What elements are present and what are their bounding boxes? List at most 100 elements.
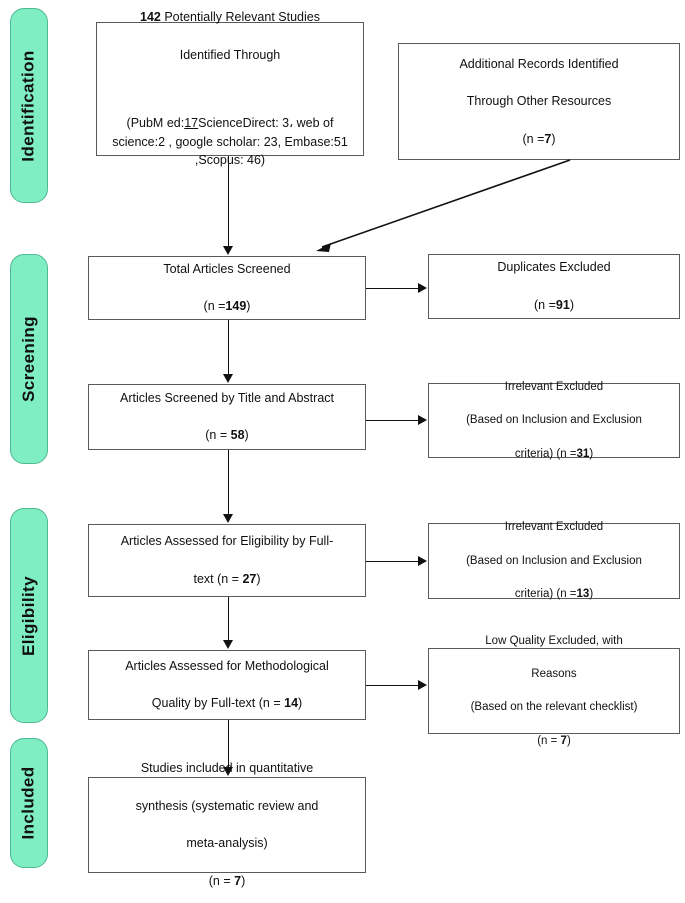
total-screened-n-suffix: ) bbox=[246, 299, 251, 314]
included-count: (n = 7) bbox=[97, 872, 357, 891]
low-quality-line2: Reasons bbox=[531, 668, 577, 680]
additional-records-n-value: 7 bbox=[544, 131, 552, 146]
stage-tab-eligibility: Eligibility bbox=[10, 508, 48, 723]
records-identified-line2: Identified Through bbox=[179, 47, 281, 62]
screened-ta-n-suffix: ) bbox=[244, 428, 249, 443]
box-irrelevant-excluded-1: Irrelevant Excluded (Based on Inclusion … bbox=[428, 381, 680, 460]
included-n-value: 7 bbox=[234, 873, 242, 888]
additional-records-line2: Through Other Resources bbox=[466, 94, 612, 109]
stage-tab-screening: Screening bbox=[10, 254, 48, 464]
assessed-eligibility-n-value: 27 bbox=[242, 571, 257, 586]
low-quality-n-suffix: ) bbox=[566, 734, 571, 747]
irrelevant-1-n-suffix: ) bbox=[589, 447, 594, 460]
assessed-quality-line1: Articles Assessed for Methodological bbox=[125, 658, 329, 673]
included-line2: synthesis (systematic review and bbox=[135, 798, 319, 813]
irrelevant-2-n-value: 13 bbox=[576, 588, 590, 601]
irrelevant-1-line3: criteria) (n =31) bbox=[437, 446, 671, 463]
box-included-studies: Studies included in quantitative synthes… bbox=[88, 761, 366, 888]
connector-screened-to-title-abstract bbox=[228, 320, 229, 375]
assessed-quality-n-suffix: ) bbox=[298, 696, 303, 711]
additional-records-n-suffix: ) bbox=[551, 131, 556, 146]
records-identified-count: 142 bbox=[140, 10, 161, 24]
total-screened-n-prefix: (n = bbox=[203, 299, 226, 314]
connector-eligibility-to-irrelevant-2 bbox=[366, 561, 419, 562]
connector-title-abstract-to-irrelevant-1 bbox=[366, 420, 419, 421]
duplicates-n-value: 91 bbox=[555, 297, 570, 312]
stage-label-eligibility: Eligibility bbox=[19, 575, 38, 656]
box-screened-title-abstract-text: Articles Screened by Title and Abstract … bbox=[97, 370, 357, 464]
box-additional-records: Additional Records Identified Through Ot… bbox=[398, 43, 680, 160]
included-line3: meta-analysis) bbox=[186, 836, 268, 851]
irrelevant-2-n-prefix: criteria) (n = bbox=[514, 588, 577, 601]
connector-title-abstract-to-eligibility bbox=[228, 450, 229, 515]
screened-ta-line1: Articles Screened by Title and Abstract bbox=[120, 390, 334, 405]
assessed-quality-n-value: 14 bbox=[284, 696, 299, 711]
included-line1: Studies included in quantitative bbox=[140, 761, 314, 776]
box-records-identified-text: 142 Potentially Relevant Studies Identif… bbox=[105, 0, 355, 189]
low-quality-n-prefix: (n = bbox=[537, 734, 561, 747]
box-irrelevant-excluded-2: Irrelevant Excluded (Based on Inclusion … bbox=[428, 521, 680, 600]
records-identified-line1: Potentially Relevant Studies bbox=[160, 10, 320, 24]
box-included-studies-text: Studies included in quantitative synthes… bbox=[97, 741, 357, 903]
total-screened-line1: Total Articles Screened bbox=[163, 261, 291, 276]
arrowhead-screened-to-duplicates bbox=[418, 283, 427, 293]
box-irrelevant-excluded-2-text: Irrelevant Excluded (Based on Inclusion … bbox=[437, 503, 671, 620]
assessed-quality-line2: Quality by Full-text (n = 14) bbox=[97, 694, 357, 713]
additional-records-count: (n =7) bbox=[407, 130, 671, 149]
assessed-eligibility-n-suffix: ) bbox=[256, 571, 261, 586]
connector-screened-to-duplicates bbox=[366, 288, 419, 289]
stage-label-included: Included bbox=[19, 766, 38, 840]
connector-identified-to-screened bbox=[228, 156, 229, 247]
low-quality-n-value: 7 bbox=[560, 734, 567, 747]
box-duplicates-excluded-text: Duplicates Excluded (n =91) bbox=[437, 240, 671, 334]
low-quality-line3: (Based on the relevant checklist) bbox=[470, 701, 638, 714]
box-irrelevant-excluded-1-text: Irrelevant Excluded (Based on Inclusion … bbox=[437, 362, 671, 479]
irrelevant-2-line2: (Based on Inclusion and Exclusion bbox=[466, 554, 642, 567]
stage-tab-identification: Identification bbox=[10, 8, 48, 203]
irrelevant-1-n-prefix: criteria) (n = bbox=[514, 447, 577, 460]
arrowhead-quality-to-low-quality bbox=[418, 680, 427, 690]
assessed-quality-n-prefix: Quality by Full-text (n = bbox=[151, 696, 285, 711]
box-screened-title-abstract: Articles Screened by Title and Abstract … bbox=[88, 384, 366, 450]
stage-tab-included: Included bbox=[10, 738, 48, 868]
additional-records-line1: Additional Records Identified bbox=[459, 56, 619, 71]
included-n-prefix: (n = bbox=[208, 873, 235, 888]
irrelevant-1-line2: (Based on Inclusion and Exclusion bbox=[466, 414, 642, 427]
sources-open: (PubM ed: bbox=[126, 115, 185, 130]
box-records-identified: 142 Potentially Relevant Studies Identif… bbox=[96, 10, 364, 167]
stage-label-identification: Identification bbox=[19, 49, 39, 162]
arrowhead-screened-to-title-abstract bbox=[223, 374, 233, 383]
duplicates-excluded-line1: Duplicates Excluded bbox=[497, 260, 611, 275]
box-additional-records-text: Additional Records Identified Through Ot… bbox=[407, 36, 671, 167]
stage-label-screening: Screening bbox=[19, 316, 39, 402]
low-quality-line1: Low Quality Excluded, with bbox=[485, 634, 623, 647]
box-low-quality-excluded-text: Low Quality Excluded, with Reasons (Base… bbox=[437, 616, 671, 766]
arrowhead-title-abstract-to-irrelevant-1 bbox=[418, 415, 427, 425]
duplicates-excluded-count: (n =91) bbox=[437, 296, 671, 315]
box-total-screened: Total Articles Screened (n =149) bbox=[88, 256, 366, 320]
additional-records-n-prefix: (n = bbox=[522, 131, 545, 146]
duplicates-n-suffix: ) bbox=[569, 297, 574, 312]
duplicates-n-prefix: (n = bbox=[534, 297, 556, 312]
connector-additional-to-screened-line bbox=[321, 159, 571, 248]
box-total-screened-text: Total Articles Screened (n =149) bbox=[97, 241, 357, 335]
irrelevant-1-line1: Irrelevant Excluded bbox=[504, 380, 604, 393]
arrowhead-eligibility-to-irrelevant-2 bbox=[418, 556, 427, 566]
total-screened-n-value: 149 bbox=[225, 299, 247, 314]
sources-pubmed-count: 17 bbox=[184, 115, 199, 130]
connector-quality-to-included bbox=[228, 720, 229, 768]
box-assessed-quality: Articles Assessed for Methodological Qua… bbox=[88, 650, 366, 720]
arrowhead-eligibility-to-quality bbox=[223, 640, 233, 649]
assessed-eligibility-n-prefix: text (n = bbox=[193, 571, 243, 586]
arrowhead-quality-to-included bbox=[223, 767, 233, 776]
irrelevant-2-n-suffix: ) bbox=[589, 588, 594, 601]
box-low-quality-excluded: Low Quality Excluded, with Reasons (Base… bbox=[428, 635, 680, 747]
box-duplicates-excluded: Duplicates Excluded (n =91) bbox=[428, 254, 680, 319]
arrowhead-title-abstract-to-eligibility bbox=[223, 514, 233, 523]
connector-quality-to-low-quality bbox=[366, 685, 419, 686]
screened-ta-n-value: 58 bbox=[230, 428, 245, 443]
box-assessed-eligibility: Articles Assessed for Eligibility by Ful… bbox=[88, 524, 366, 597]
irrelevant-1-n-value: 31 bbox=[576, 447, 590, 460]
total-screened-count: (n =149) bbox=[97, 297, 357, 316]
